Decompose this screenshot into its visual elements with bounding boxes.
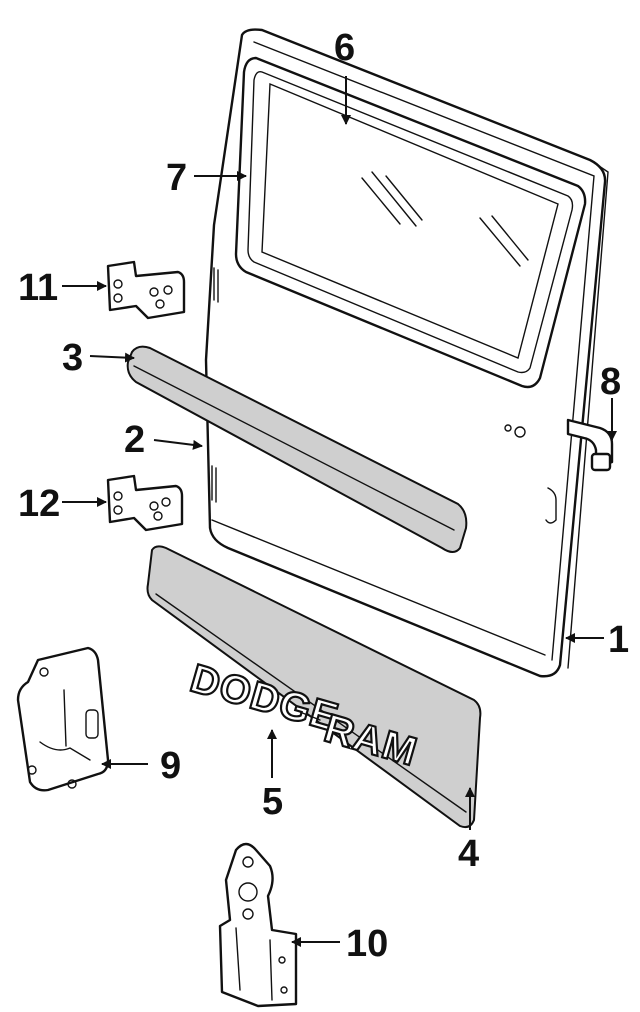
upper-moulding — [126, 345, 468, 553]
window-glass — [234, 56, 587, 389]
callout-12: 12 — [18, 483, 60, 525]
door-track — [566, 418, 614, 472]
callout-3: 3 — [62, 337, 83, 379]
callout-11: 11 — [18, 267, 58, 309]
callout-2: 2 — [124, 419, 145, 461]
callout-labels: 1 2 3 4 5 6 7 8 9 10 11 12 — [18, 27, 629, 965]
lower-hinge — [106, 474, 184, 532]
callout-5: 5 — [262, 781, 283, 823]
lower-moulding — [146, 545, 482, 829]
callout-1: 1 — [608, 619, 629, 661]
callout-6: 6 — [334, 27, 355, 69]
leader-2 — [153, 439, 203, 450]
callout-4: 4 — [458, 833, 479, 875]
callout-7: 7 — [166, 157, 187, 199]
leader-3 — [89, 352, 135, 363]
door-latch — [16, 646, 110, 792]
callout-9: 9 — [160, 745, 181, 787]
leader-lines — [62, 76, 617, 947]
callout-8: 8 — [600, 361, 621, 403]
upper-hinge — [106, 260, 186, 320]
dodge-ram-emblem: DODGE RAM — [184, 655, 423, 775]
striker-plate — [218, 842, 298, 1008]
callout-10: 10 — [346, 923, 388, 965]
